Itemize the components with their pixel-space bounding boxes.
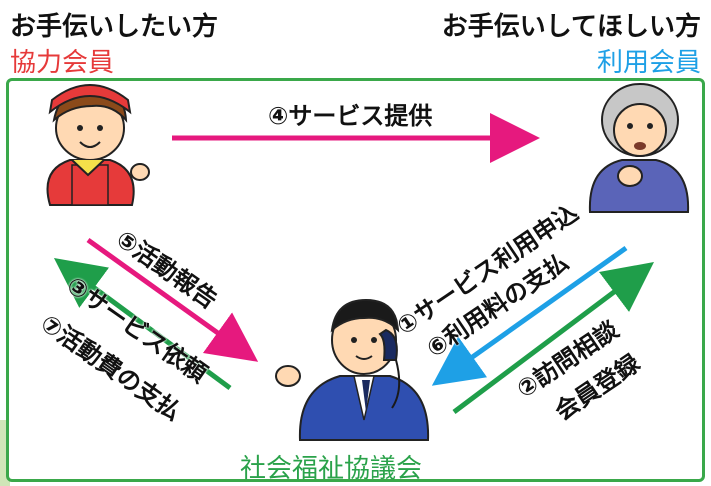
arrow-activity-report (86, 237, 259, 362)
bottom-role: 社会福祉協議会 (240, 454, 423, 484)
woman-volunteer-icon (46, 84, 150, 206)
right-role: 利用会員 (596, 48, 701, 78)
left-role: 協力会員 (10, 48, 115, 78)
right-title: お手伝いしてほしい方 (441, 12, 701, 42)
arrow-visit-consult (452, 262, 654, 414)
man-on-phone-icon (275, 298, 430, 441)
decorative-strip (0, 420, 10, 486)
arrow-service-request (53, 258, 232, 391)
left-title: お手伝いしたい方 (10, 12, 219, 42)
arrow-service-application (431, 245, 628, 386)
elderly-woman-icon (588, 83, 690, 213)
label-service-provision: ④サービス提供 (268, 102, 433, 130)
